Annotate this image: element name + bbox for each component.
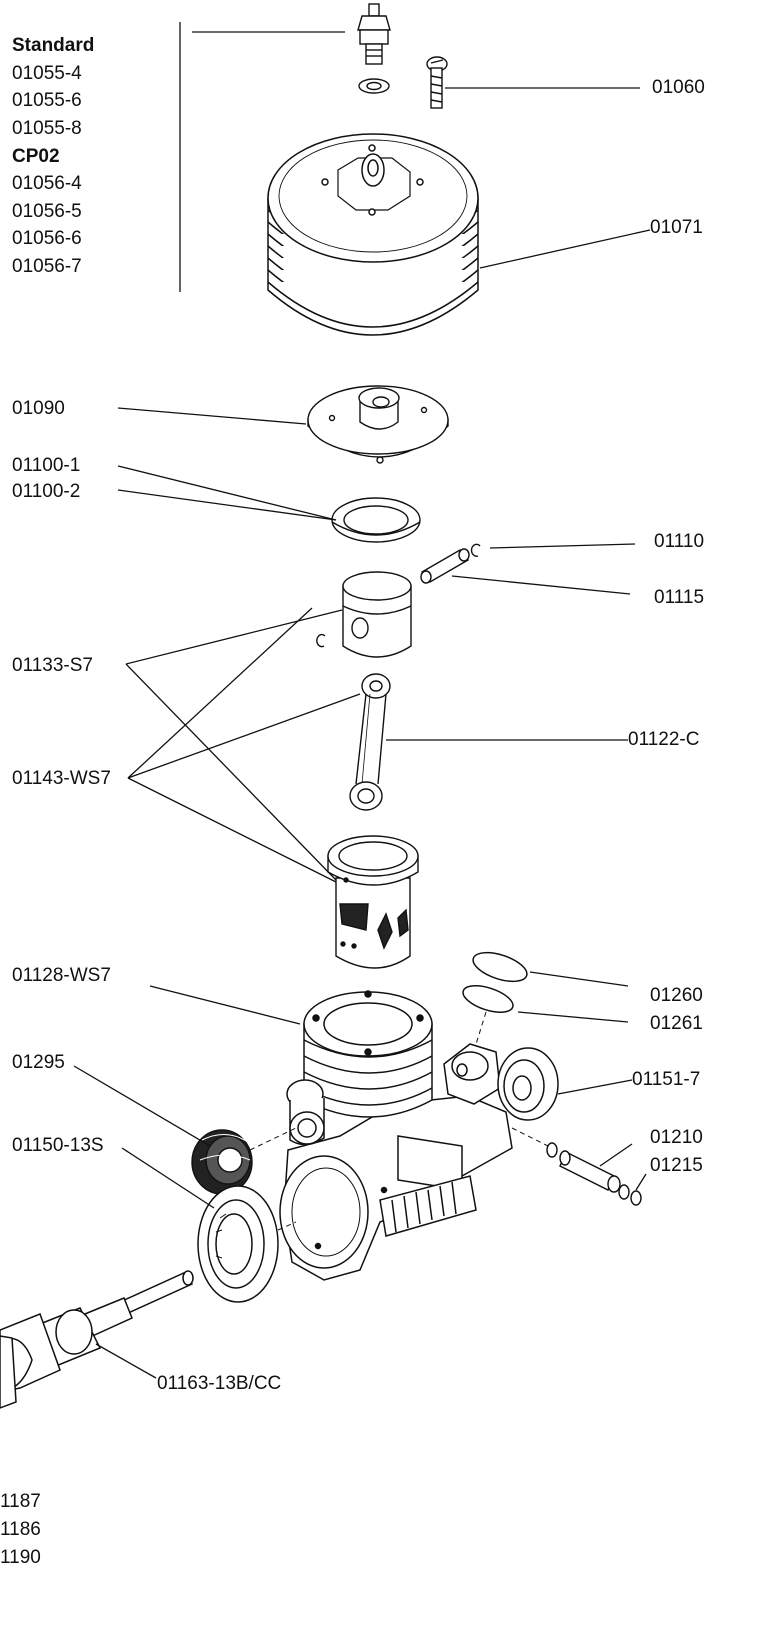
- front-bearing-drawing: [197, 1185, 279, 1303]
- cylinder-liner-drawing: [327, 835, 419, 969]
- label-standard-part-2: 01055-6: [12, 90, 82, 111]
- label-01215: 01215: [650, 1155, 703, 1176]
- label-cp02-part-1: 01056-4: [12, 173, 82, 194]
- o-rings-drawing: [462, 951, 528, 1071]
- label-01115: 01115: [654, 587, 705, 608]
- plug-drawing: [191, 1129, 253, 1195]
- rear-bearing-drawing: [497, 1047, 559, 1121]
- leader-01151-7: [557, 1079, 633, 1095]
- plug-axis: [249, 1127, 297, 1151]
- label-01100-1: 01100-1: [12, 455, 81, 476]
- crankcase-drawing: [279, 990, 513, 1281]
- leader-01260: [529, 971, 629, 987]
- wrist-pin-drawing: [420, 548, 470, 584]
- carb-pin-drawing: [511, 1127, 642, 1206]
- leader-01295: [73, 1065, 211, 1147]
- label-01133-s7: 01133-S7: [12, 655, 93, 676]
- label-01110: 01110: [654, 531, 705, 552]
- leader-01150-13s: [121, 1147, 215, 1209]
- label-cp02-part-3: 01056-6: [12, 228, 82, 249]
- leader-01261: [517, 1011, 629, 1023]
- label-cp02-part-4: 01056-7: [12, 256, 82, 277]
- crankshaft-drawing: [0, 1270, 194, 1409]
- label-01295: 01295: [12, 1052, 65, 1073]
- label-01071: 01071: [650, 217, 703, 238]
- pin-clip-drawing: [470, 543, 481, 557]
- label-01060: 01060: [652, 77, 705, 98]
- leader-01100-2: [117, 489, 337, 521]
- piston-drawing: [316, 571, 412, 658]
- leader-01215: [635, 1173, 647, 1191]
- connecting-rod-drawing: [349, 673, 391, 811]
- gasket-drawing: [331, 497, 421, 543]
- leader-01071: [479, 229, 651, 269]
- leader-01115: [451, 575, 631, 595]
- label-01090: 01090: [12, 398, 65, 419]
- label-standard-part-3: 01055-8: [12, 118, 82, 139]
- head-button-drawing: [307, 385, 449, 464]
- leader-01210: [599, 1143, 633, 1167]
- label-01122-c: 01122-C: [628, 729, 700, 750]
- glow-plug-bracket: [179, 22, 345, 292]
- glow-plug-drawing: [357, 3, 391, 94]
- label-01128-ws7: 01128-WS7: [12, 965, 111, 986]
- label-01261: 01261: [650, 1013, 703, 1034]
- leader-01163-13b-cc: [95, 1343, 157, 1379]
- cylinder-head-drawing: [267, 133, 479, 336]
- label-standard-heading: Standard: [12, 35, 95, 56]
- label-01100-2: 01100-2: [12, 481, 81, 502]
- leader-01110: [489, 543, 636, 549]
- label-01260: 01260: [650, 985, 703, 1006]
- label-cp02-part-2: 01056-5: [12, 201, 82, 222]
- bearing-axis: [277, 1221, 297, 1231]
- label-01163-13b-cc: 01163-13B/CC: [157, 1373, 282, 1394]
- label-01210: 01210: [650, 1127, 703, 1148]
- label-01151-7: 01151-7: [632, 1069, 701, 1090]
- leaders-piston-liner: [125, 607, 361, 883]
- label-1187: 1187: [0, 1491, 41, 1512]
- label-standard-part-1: 01055-4: [12, 63, 82, 84]
- head-screw-drawing: [426, 56, 448, 109]
- leader-01090: [117, 407, 307, 425]
- label-1190: 1190: [0, 1547, 41, 1568]
- label-01143-ws7: 01143-WS7: [12, 768, 111, 789]
- label-cp02-heading: CP02: [12, 146, 60, 167]
- leader-01128-ws7: [149, 985, 301, 1025]
- label-01150-13s: 01150-13S: [12, 1135, 104, 1156]
- leader-01100-1: [117, 465, 337, 521]
- label-1186: 1186: [0, 1519, 41, 1540]
